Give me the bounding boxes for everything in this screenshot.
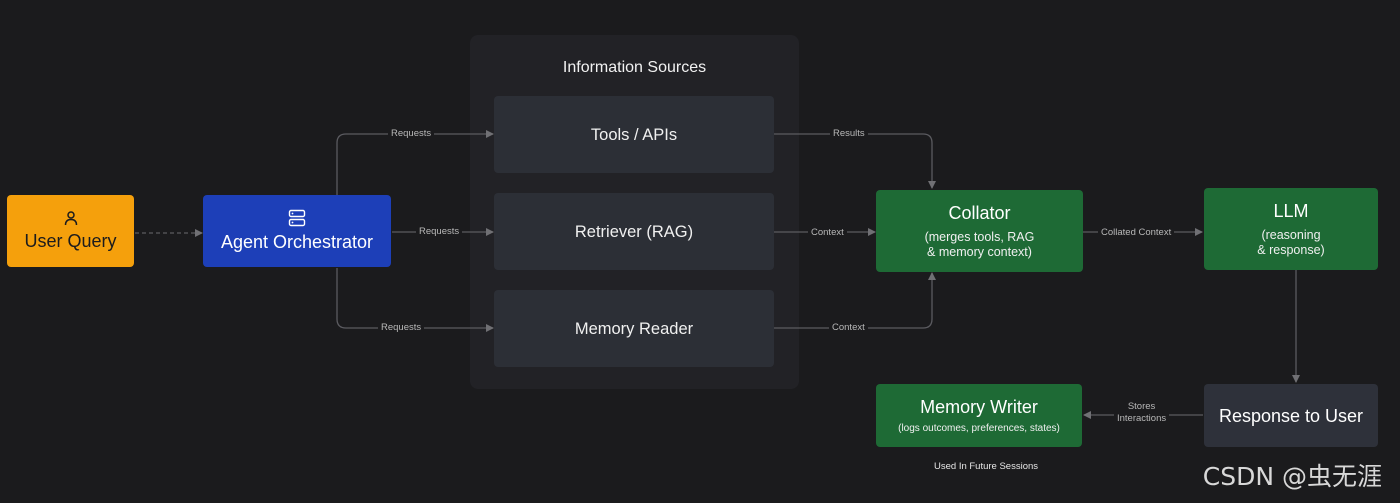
memory-writer-node[interactable]: Memory Writer (logs outcomes, preference…: [876, 384, 1082, 447]
memory-writer-title: Memory Writer: [920, 397, 1038, 417]
future-sessions-note: Used In Future Sessions: [934, 461, 1039, 472]
user-icon: [64, 211, 77, 226]
edge-label-context-bottom: Context: [829, 322, 868, 334]
llm-node[interactable]: LLM (reasoning & response): [1204, 188, 1378, 270]
memory-reader-title: Memory Reader: [574, 319, 694, 338]
agent-orchestrator-node[interactable]: Agent Orchestrator: [203, 195, 391, 267]
collator-node[interactable]: Collator (merges tools, RAG & memory con…: [876, 190, 1083, 272]
collator-subtitle-1: (merges tools, RAG: [924, 230, 1035, 244]
edge-label-requests-top: Requests: [388, 128, 435, 140]
edge-label-results: Results: [830, 128, 868, 140]
edge-orchestrator-to-memory-reader: [336, 268, 494, 332]
memory-writer-subtitle: (logs outcomes, preferences, states): [898, 423, 1060, 434]
tools-apis-node[interactable]: Tools / APIs: [494, 96, 774, 173]
server-icon: [288, 209, 306, 227]
agent-orchestrator-title: Agent Orchestrator: [220, 232, 374, 252]
user-query-title: User Query: [24, 231, 117, 251]
response-title: Response to User: [1218, 405, 1364, 426]
panel-title: Information Sources: [562, 59, 707, 76]
user-query-node[interactable]: User Query: [7, 195, 134, 267]
collator-title: Collator: [948, 203, 1011, 223]
llm-title: LLM: [1273, 201, 1309, 221]
response-to-user-node[interactable]: Response to User: [1204, 384, 1378, 447]
edge-orchestrator-to-tools: [336, 130, 494, 195]
edge-label-stores: Stores: [1127, 401, 1156, 412]
edge-label-collated-context: Collated Context: [1098, 227, 1175, 239]
memory-reader-node[interactable]: Memory Reader: [494, 290, 774, 367]
edge-label-context-mid: Context: [808, 227, 847, 239]
edge-label-requests-mid: Requests: [416, 226, 463, 238]
edge-label-requests-bottom: Requests: [378, 322, 425, 334]
llm-subtitle-2: & response): [1257, 243, 1325, 257]
retriever-node[interactable]: Retriever (RAG): [494, 193, 774, 270]
collator-subtitle-2: & memory context): [927, 245, 1032, 259]
edge-tools-to-collator: [774, 133, 936, 189]
llm-subtitle-1: (reasoning: [1261, 228, 1321, 242]
tools-apis-title: Tools / APIs: [590, 125, 678, 144]
watermark: CSDN @虫无涯: [1202, 462, 1382, 491]
retriever-title: Retriever (RAG): [574, 222, 694, 241]
edge-label-interactions: Interactions: [1117, 413, 1167, 424]
edge-label-stores-interactions: Stores Interactions: [1114, 401, 1170, 425]
edge-memory-reader-to-collator: [774, 272, 936, 329]
